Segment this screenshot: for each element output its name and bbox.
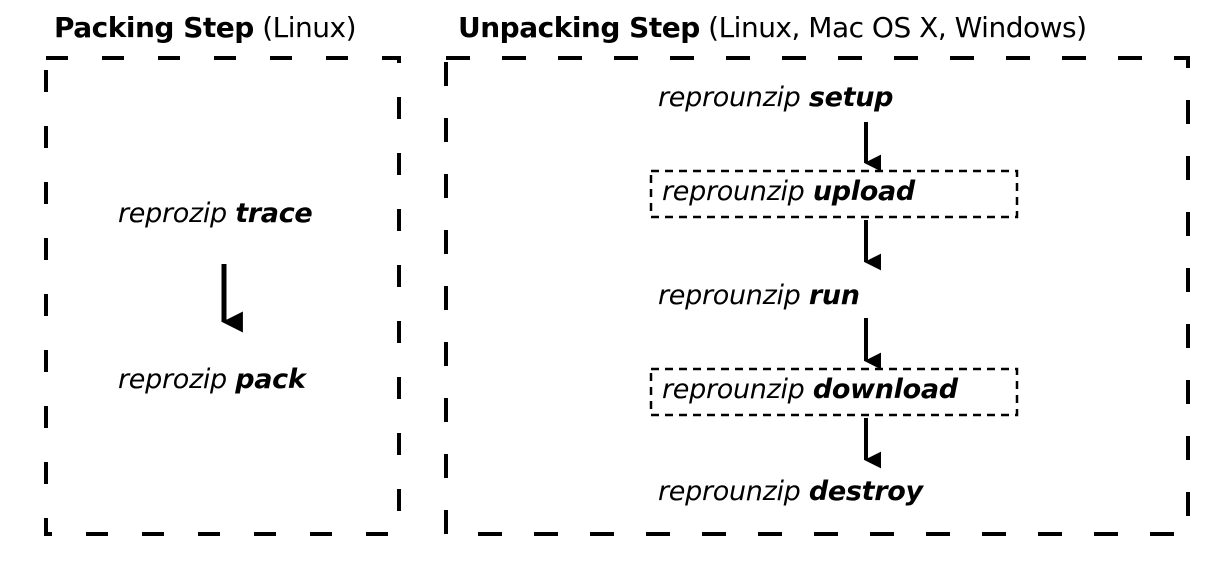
command-reprounzip-run: reprounzip run	[658, 278, 860, 314]
unpacking-step-frame	[444, 56, 1190, 536]
unpacking-step-title: Unpacking Step	[458, 11, 700, 44]
packing-step-frame	[44, 56, 401, 536]
command-reprounzip-download: reprounzip download	[662, 372, 958, 408]
command-reprozip-trace: reprozip trace	[118, 196, 313, 232]
packing-step-title: Packing Step	[54, 11, 254, 44]
packing-step-heading: Packing Step (Linux)	[54, 8, 356, 48]
command-verb: pack	[235, 364, 306, 395]
command-tool: reprounzip	[658, 280, 801, 311]
command-tool: reprounzip	[662, 176, 805, 207]
command-tool: reprozip	[118, 364, 227, 395]
command-verb: upload	[812, 176, 915, 207]
command-verb: run	[808, 280, 860, 311]
command-reprounzip-upload: reprounzip upload	[662, 174, 915, 210]
command-verb: download	[812, 374, 958, 405]
unpacking-step-platforms: (Linux, Mac OS X, Windows)	[708, 11, 1087, 44]
command-tool: reprounzip	[658, 82, 801, 113]
packing-step-platforms: (Linux)	[262, 11, 356, 44]
command-reprozip-pack: reprozip pack	[118, 362, 306, 398]
command-tool: reprounzip	[658, 476, 801, 507]
command-reprounzip-setup: reprounzip setup	[658, 80, 893, 116]
download-optional-box	[649, 367, 1019, 417]
command-verb: setup	[808, 82, 894, 113]
unpacking-step-heading: Unpacking Step (Linux, Mac OS X, Windows…	[458, 8, 1087, 48]
command-reprounzip-destroy: reprounzip destroy	[658, 474, 923, 510]
command-tool: reprounzip	[662, 374, 805, 405]
upload-optional-box	[649, 169, 1019, 219]
command-verb: destroy	[808, 476, 923, 507]
command-verb: trace	[235, 198, 313, 229]
command-tool: reprozip	[118, 198, 227, 229]
